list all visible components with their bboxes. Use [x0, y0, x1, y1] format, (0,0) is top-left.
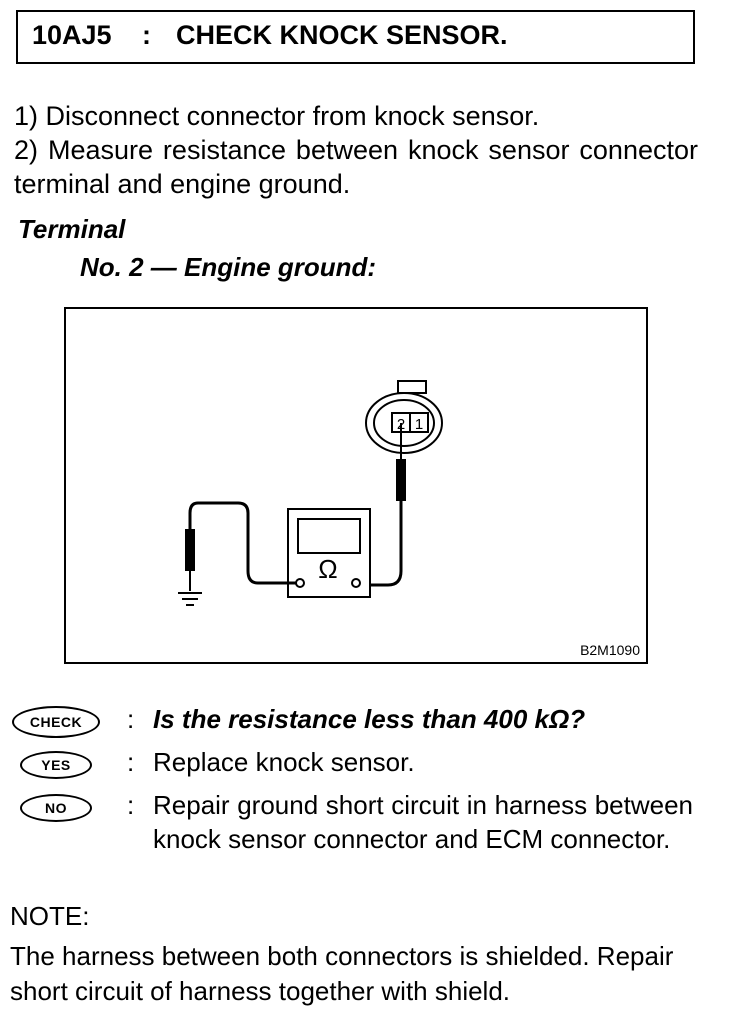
section-separator: : [142, 20, 151, 50]
check-question: Is the resistance less than 400 kΩ? [153, 704, 586, 734]
note-body: The harness between both connectors is s… [10, 941, 674, 1006]
ohm-symbol: Ω [318, 554, 337, 584]
knock-sensor-connector: 2 1 [365, 380, 443, 454]
note-heading: NOTE: [10, 901, 90, 931]
probe-ground [185, 529, 195, 591]
step-1: 1) Disconnect connector from knock senso… [14, 101, 540, 131]
yes-badge: YES [20, 751, 92, 779]
lead-wire-ground [188, 501, 296, 585]
step-2: 2) Measure resistance between knock sens… [14, 135, 698, 199]
no-badge: NO [20, 794, 92, 822]
no-action: Repair ground short circuit in harness b… [153, 790, 693, 854]
section-title: CHECK KNOCK SENSOR. [176, 20, 508, 50]
probe-positive [396, 423, 406, 571]
section-title-box: 10AJ5 : CHECK KNOCK SENSOR. [16, 10, 695, 64]
terminal-heading: Terminal [18, 214, 126, 244]
wiring-diagram: 2 1 Ω [178, 380, 443, 606]
check-colon: : [127, 704, 135, 734]
pin-1-label: 1 [415, 416, 423, 433]
terminal-value: No. 2 — Engine ground: [80, 252, 377, 282]
check-badge: CHECK [12, 706, 100, 738]
no-colon: : [127, 790, 135, 820]
ohmmeter: Ω [287, 508, 371, 598]
yes-colon: : [127, 747, 135, 777]
lead-wire-positive [356, 570, 403, 587]
wiring-figure: 2 1 Ω B2M1090 [64, 307, 648, 664]
ground-symbol [178, 592, 202, 606]
section-code: 10AJ5 [32, 20, 112, 50]
yes-action: Replace knock sensor. [153, 747, 415, 777]
figure-code: B2M1090 [580, 642, 640, 658]
